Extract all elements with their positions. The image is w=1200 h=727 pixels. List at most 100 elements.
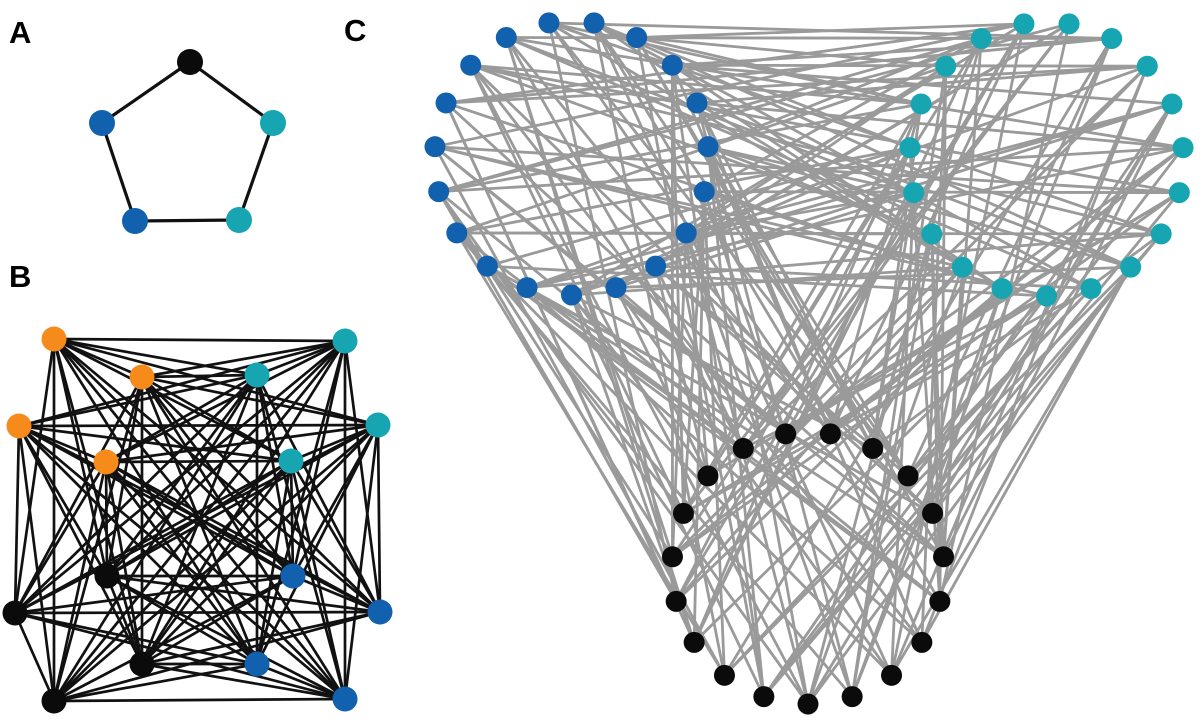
graph-edge [141,610,381,666]
graph-edge [706,37,983,477]
graph-edge [723,266,1132,677]
graph-node-black [94,563,120,589]
graph-node-black [41,688,67,714]
graph-edge [636,22,1024,39]
graph-edge [723,37,1113,677]
graph-edge [437,190,810,705]
graph-edge [13,376,144,614]
graph-node-orange [129,364,155,390]
graph-edge [53,662,258,703]
graph-edge [570,294,766,698]
graph-edge [189,60,274,125]
graph-edge [469,64,810,705]
graph-edge [682,191,706,514]
graph-edge [784,146,1184,435]
graph-edge [13,612,56,702]
graph-edge [654,265,745,449]
graph-edge [636,36,982,40]
graph-edge [105,339,346,464]
graph-edge [292,574,381,614]
graph-node-blue [605,277,627,299]
graph-edge [106,340,346,577]
graph-edge [376,424,382,613]
graph-edge [906,37,1113,477]
graph-node-black [713,664,735,686]
graph-edge [654,265,710,477]
panel-a-network [89,49,286,234]
graph-node-blue [538,12,560,34]
graph-edge [141,373,258,379]
graph-edge [636,36,946,68]
graph-edge [289,460,382,613]
graph-edge [14,574,294,615]
graph-edge [437,190,674,558]
graph-edge [53,337,292,463]
graph-node-teal [1161,93,1183,115]
graph-edge [703,37,982,193]
graph-edge [762,103,1174,698]
graph-edge [141,375,292,463]
graph-node-teal [1168,182,1190,204]
graph-edge [106,574,381,614]
graph-node-blue [583,12,605,34]
graph-node-black [2,600,28,626]
graph-edge [14,610,381,615]
graph-edge [13,425,21,614]
graph-edge [505,36,915,194]
graph-edge [444,102,696,643]
graph-edge [101,60,191,125]
graph-node-black [922,502,944,524]
graph-node-blue [244,651,270,677]
graph-node-black [819,423,841,445]
graph-edge [890,23,1026,676]
graph-node-teal [1120,256,1142,278]
graph-node-blue [661,54,683,76]
graph-node-blue [367,599,393,625]
graph-edge [682,103,923,515]
graph-edge [106,459,292,578]
graph-edge [696,101,1003,290]
graph-edge [256,662,346,701]
graph-edge [289,460,347,700]
graph-node-black [177,49,203,75]
graph-edge [784,65,1149,435]
graph-node-orange [41,326,67,352]
panel-b-network [2,326,393,714]
graph-node-blue [697,136,719,158]
graph-edge [105,373,258,464]
graph-edge [14,374,258,614]
graph-edge [237,122,275,221]
graph-node-blue [428,181,450,203]
graph-edge [53,337,379,427]
graph-edge [685,65,947,235]
graph-edge [614,286,893,677]
panel-b-label: B [9,259,32,294]
graph-node-black [797,693,819,715]
graph-edge [636,36,922,106]
graph-edge [343,340,382,613]
graph-edge [702,191,787,435]
graph-edge [140,460,293,665]
graph-node-blue [332,686,358,712]
graph-edge [675,266,964,603]
graph-node-teal [244,362,270,388]
graph-node-blue [645,255,667,277]
graph-edge [53,460,292,702]
graph-node-blue [89,110,115,136]
graph-edge [53,337,258,377]
graph-edge [18,339,346,428]
graph-edge [682,23,1071,515]
graph-edge [53,697,346,703]
graph-edge [784,23,1026,435]
graph-node-teal [332,328,358,354]
graph-edge [682,287,1092,515]
graph-node-black [697,465,719,487]
graph-node-teal [1101,28,1123,50]
graph-edge [762,191,1181,698]
graph-edge [105,374,259,577]
graph-node-blue [675,222,697,244]
graph-node-teal [903,182,925,204]
graph-edge [255,424,380,665]
graph-edge [707,145,914,194]
graph-edge [692,37,983,643]
